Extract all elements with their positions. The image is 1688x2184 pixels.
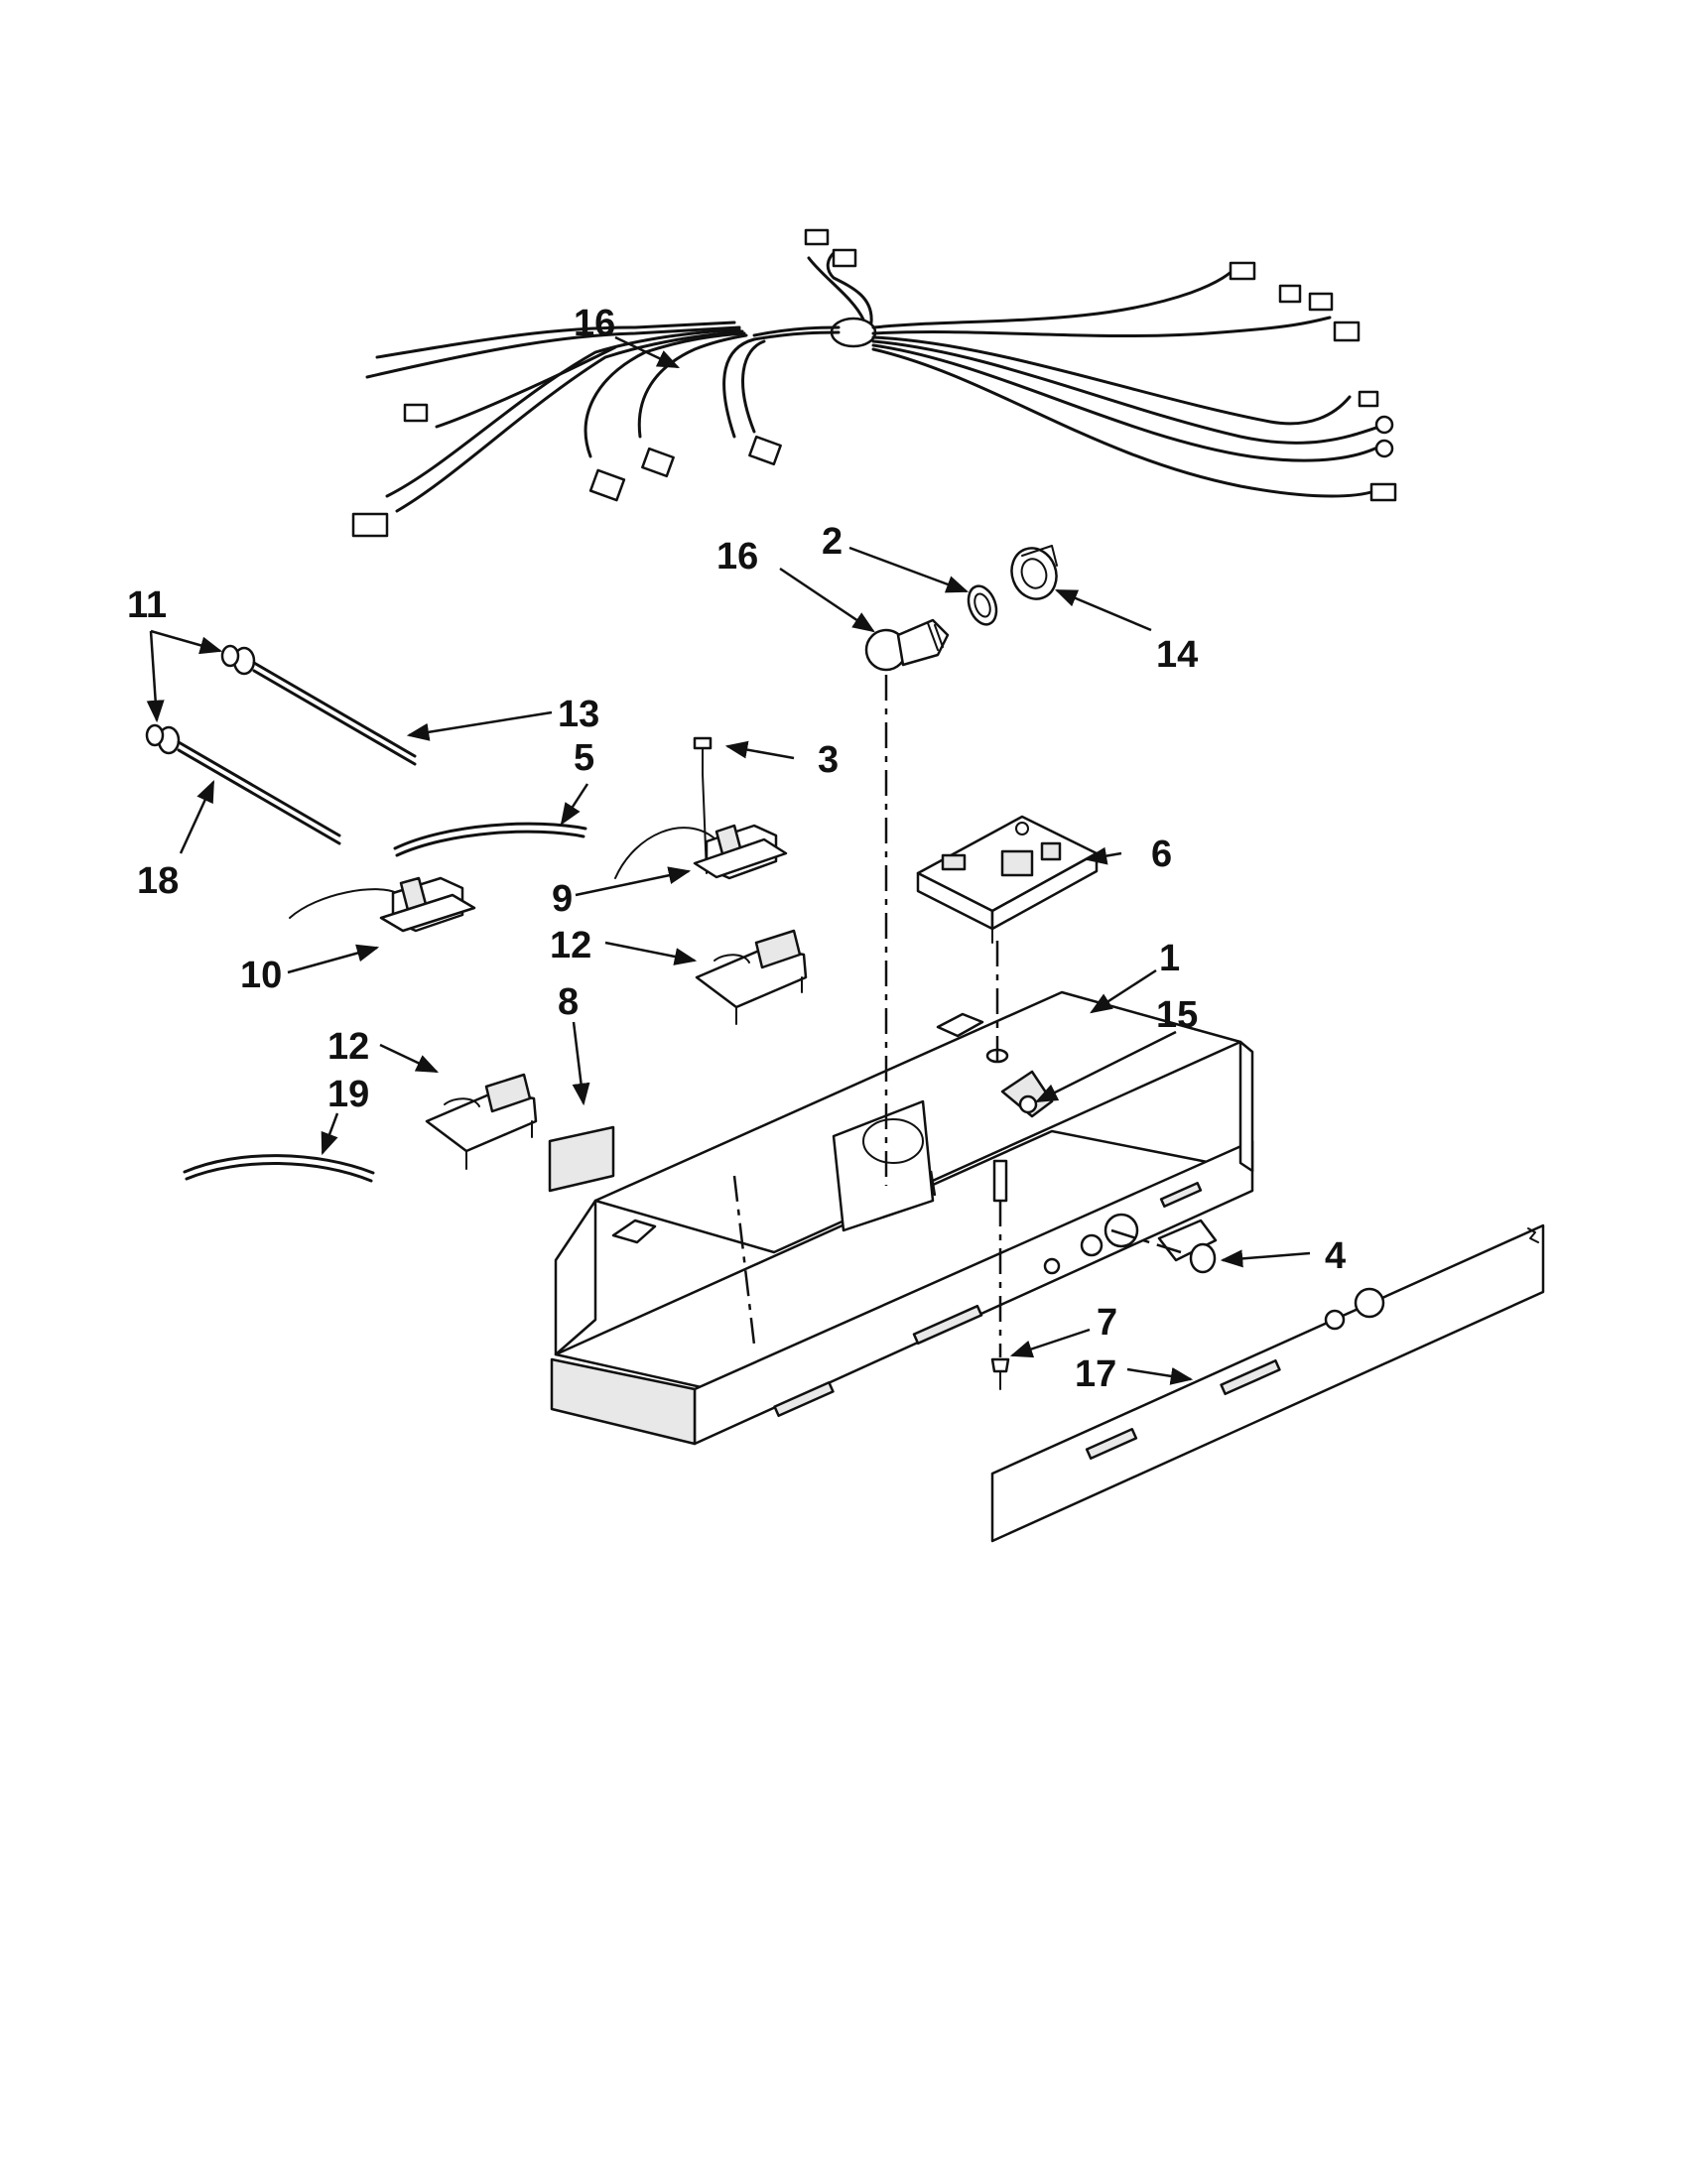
sensor-rod-13: [220, 644, 417, 766]
leader-arrows: [146, 335, 1311, 1385]
callout-14: 14: [1156, 634, 1198, 676]
lamp-socket: [1010, 545, 1058, 600]
callout-labels: 16 2 16 14 11 13 3 5 18 6 9 12 10 1 8 15…: [127, 303, 1346, 1395]
callout-16-bulb: 16: [716, 536, 758, 578]
switch-10: [289, 876, 476, 933]
tube-5: [393, 822, 587, 857]
bulb-ring: [967, 584, 998, 626]
callout-12-lower: 12: [327, 1026, 369, 1068]
tube-19: [183, 1154, 375, 1183]
label-sticker-8: [548, 1125, 615, 1193]
bracket-12-upper: [695, 929, 808, 1025]
callout-9: 9: [552, 878, 573, 920]
callout-3: 3: [818, 739, 839, 781]
sensor-rod-18: [145, 723, 341, 845]
switch-9: [614, 824, 788, 880]
callout-1: 1: [1159, 938, 1180, 979]
control-housing: [550, 990, 1254, 1446]
callout-19: 19: [327, 1074, 369, 1115]
callout-15: 15: [1156, 994, 1198, 1036]
callout-2: 2: [822, 521, 843, 563]
callout-16-harness: 16: [574, 303, 615, 344]
callout-11: 11: [127, 584, 167, 626]
bracket-12-lower: [425, 1073, 538, 1170]
callout-7: 7: [1097, 1302, 1117, 1344]
screw-7: [990, 1357, 1010, 1390]
callout-10: 10: [240, 955, 282, 996]
callout-4: 4: [1325, 1235, 1346, 1277]
callout-12-upper: 12: [550, 925, 591, 966]
callout-18: 18: [137, 860, 179, 902]
callout-6: 6: [1151, 834, 1172, 875]
wire-harness: [351, 228, 1397, 538]
callout-13: 13: [558, 694, 599, 735]
callout-17: 17: [1075, 1353, 1116, 1395]
trim-panel-17: [990, 1223, 1545, 1543]
control-board: [916, 815, 1099, 944]
callout-5: 5: [574, 737, 594, 779]
assembly-lines: [732, 675, 1182, 1357]
callout-8: 8: [558, 981, 579, 1023]
light-bulb: [864, 618, 950, 672]
